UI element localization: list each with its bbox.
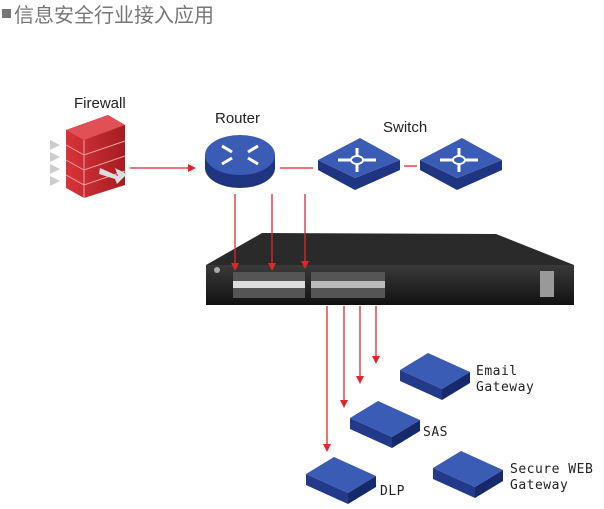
secure-web-gateway-server-icon — [433, 451, 503, 498]
sas-label: SAS — [423, 425, 448, 440]
email-gateway-label-line1: Email — [476, 364, 518, 379]
page-title: 信息安全行业接入应用 — [0, 0, 214, 27]
secure-web-gateway-label: Secure WEB Gateway — [510, 462, 593, 494]
dlp-label: DLP — [380, 484, 405, 499]
dlp-server-icon — [306, 457, 376, 504]
firewall-label: Firewall — [74, 95, 126, 112]
email-gateway-server-icon — [400, 353, 470, 400]
sas-server-icon — [350, 401, 420, 448]
router-label: Router — [215, 110, 261, 127]
secure-web-gateway-label-line1: Secure WEB — [510, 462, 594, 477]
firewall-icon — [50, 115, 127, 198]
router-icon — [205, 135, 275, 188]
network-tap-device — [206, 233, 574, 305]
switch-icon — [318, 138, 400, 190]
page-title-text: 信息安全行业接入应用 — [14, 4, 214, 27]
secure-web-gateway-label-line2: Gateway — [510, 478, 569, 493]
switch-icon — [420, 138, 502, 190]
bullet-square-icon — [2, 8, 11, 18]
email-gateway-label-line2: Gateway — [476, 380, 535, 395]
email-gateway-label: Email Gateway — [476, 364, 534, 396]
switch-label: Switch — [383, 119, 428, 136]
